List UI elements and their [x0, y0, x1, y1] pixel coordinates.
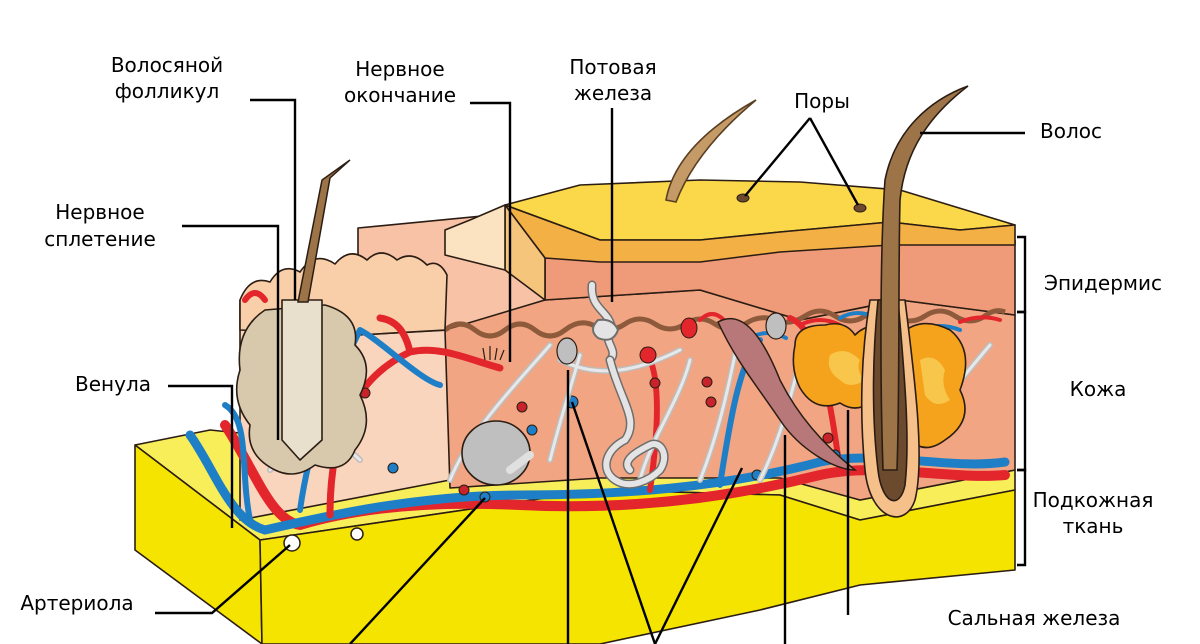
hair-follicle-left — [235, 159, 368, 475]
labels: Волосяной фолликул Нервное окончание Пот… — [20, 53, 1162, 630]
label-nerve-ending-line2: окончание — [344, 83, 456, 107]
leader-lines — [155, 98, 1025, 644]
label-sweat-gland-line2: железа — [574, 81, 652, 105]
label-nerve-plexus-line1: Нервное — [55, 200, 144, 224]
label-nerve-ending-line1: Нервное — [355, 57, 444, 81]
sweat-gland — [587, 280, 669, 489]
label-subcutaneous-line2: ткань — [1063, 514, 1124, 538]
label-subcutaneous-line1: Подкожная — [1033, 488, 1154, 512]
layer-brackets — [1017, 235, 1027, 567]
label-hair-follicle-line1: Волосяной — [111, 53, 223, 77]
label-sebaceous-gland: Сальная железа — [948, 606, 1121, 630]
hair-follicle-right — [860, 85, 969, 518]
label-epidermis: Эпидермис — [1044, 271, 1162, 295]
label-pores: Поры — [794, 89, 850, 113]
label-hair-follicle-line2: фолликул — [115, 79, 220, 103]
pacinian-corpuscle — [461, 420, 531, 486]
label-arteriole: Артериола — [20, 591, 133, 615]
label-hair: Волос — [1040, 119, 1102, 143]
label-venule: Венула — [75, 372, 151, 396]
nerve-ending-brush — [482, 346, 505, 361]
label-nerve-plexus-line2: сплетение — [44, 227, 156, 251]
arrector-pili-muscle — [717, 317, 858, 471]
label-dermis: Кожа — [1070, 377, 1127, 401]
label-sweat-gland-line1: Потовая — [569, 55, 656, 79]
pore-right — [853, 203, 867, 213]
